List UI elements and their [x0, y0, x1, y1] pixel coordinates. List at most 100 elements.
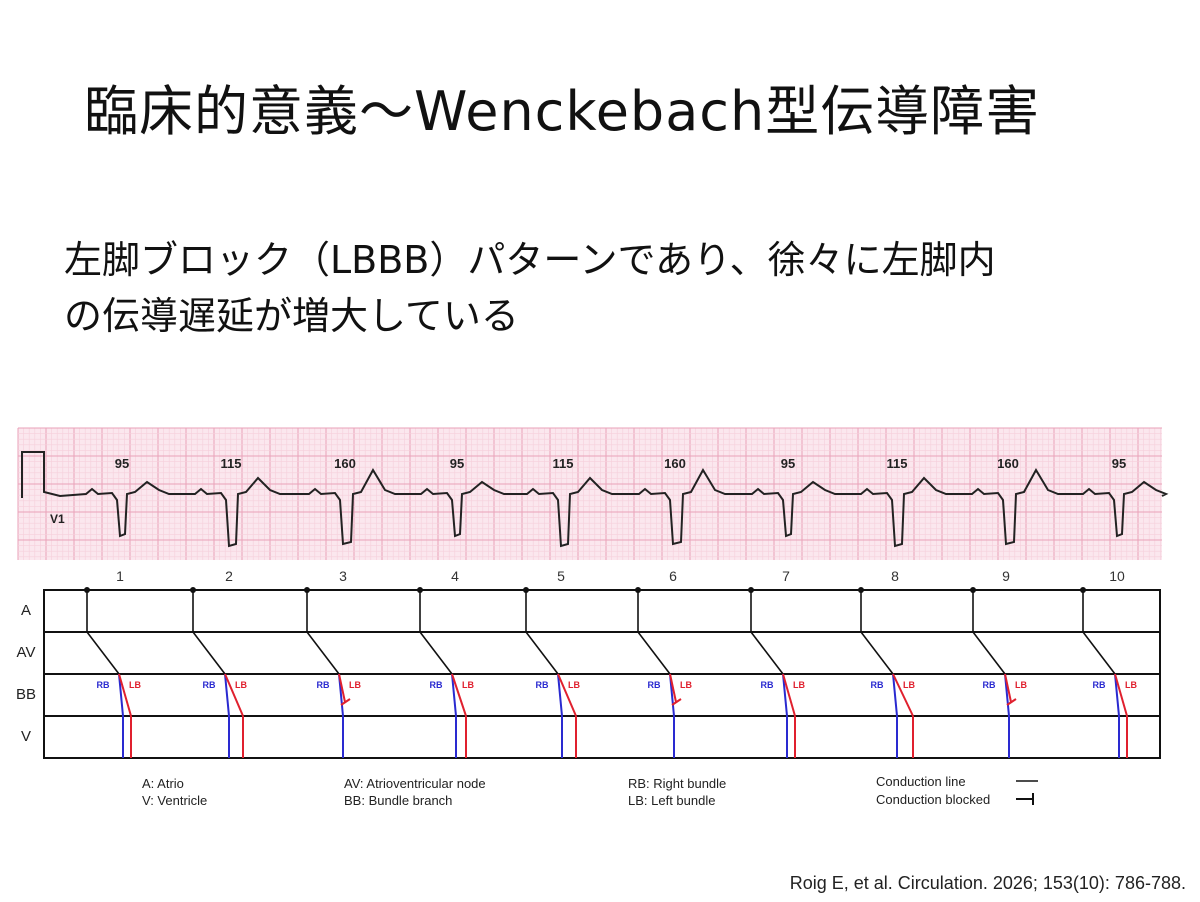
left-bundle-blocked-line — [338, 673, 346, 703]
lb-label: LB — [1125, 680, 1137, 690]
rb-label: RB — [203, 680, 216, 690]
beat-label: 95 — [781, 456, 795, 471]
ladder-beat: RB LB — [84, 587, 141, 758]
left-bundle-line — [782, 673, 796, 717]
row-label: BB — [16, 686, 36, 703]
ladder-beat: RB LB — [748, 587, 805, 758]
beat-label: 115 — [221, 456, 242, 471]
ladder-beat: RB LB — [190, 587, 247, 758]
legend-item: Conduction blocked — [876, 792, 990, 807]
right-bundle-line — [557, 673, 563, 717]
left-bundle-line — [451, 673, 467, 717]
right-bundle-line — [451, 673, 457, 717]
av-conduction-line — [1082, 631, 1116, 675]
lb-label: LB — [903, 680, 915, 690]
av-conduction-line — [750, 631, 784, 675]
right-bundle-line — [1114, 673, 1120, 717]
av-conduction-line — [419, 631, 453, 675]
legend-item: LB: Left bundle — [628, 793, 715, 808]
row-label: AV — [17, 644, 36, 661]
rb-label: RB — [430, 680, 443, 690]
lb-label: LB — [793, 680, 805, 690]
bullet-text: 左脚ブロック（LBBB）パターンであり、徐々に左脚内 の伝導遅延が増大している — [64, 232, 1154, 344]
beat-label: 95 — [1112, 456, 1126, 471]
ladder-beat: RB LB — [304, 587, 361, 758]
beat-label: 95 — [115, 456, 129, 471]
right-bundle-line — [224, 673, 230, 717]
legend-item: RB: Right bundle — [628, 776, 726, 791]
beat-number: 8 — [891, 568, 899, 584]
bullet-line-1: 左脚ブロック（LBBB）パターンであり、徐々に左脚内 — [64, 238, 996, 282]
ladder-beat: RB LB — [970, 587, 1027, 758]
beat-number: 3 — [339, 568, 347, 584]
left-bundle-line — [118, 673, 132, 717]
bullet-line-2: の伝導遅延が増大している — [64, 294, 519, 338]
right-bundle-line — [118, 673, 124, 717]
lb-label: LB — [349, 680, 361, 690]
av-conduction-line — [306, 631, 340, 675]
rb-label: RB — [761, 680, 774, 690]
beat-number: 9 — [1002, 568, 1010, 584]
beat-label: 115 — [553, 456, 574, 471]
rb-label: RB — [983, 680, 996, 690]
legend-item: BB: Bundle branch — [344, 793, 452, 808]
lb-label: LB — [129, 680, 141, 690]
lead-label: V1 — [50, 512, 65, 526]
legend-item: Conduction line — [876, 774, 966, 789]
ladder-beat: RB LB — [635, 587, 692, 758]
beat-label: 95 — [450, 456, 464, 471]
rb-label: RB — [871, 680, 884, 690]
av-conduction-line — [860, 631, 894, 675]
lb-label: LB — [680, 680, 692, 690]
beat-number: 10 — [1109, 568, 1125, 584]
left-bundle-line — [224, 673, 244, 717]
beat-label: 115 — [887, 456, 908, 471]
ladder-beat: RB LB — [858, 587, 915, 758]
row-label: V — [21, 728, 31, 745]
beat-number: 6 — [669, 568, 677, 584]
rb-label: RB — [648, 680, 661, 690]
beat-number: 4 — [451, 568, 459, 584]
lb-label: LB — [235, 680, 247, 690]
beat-number: 2 — [225, 568, 233, 584]
av-conduction-line — [525, 631, 559, 675]
legend-item: A: Atrio — [142, 776, 184, 791]
left-bundle-blocked-line — [669, 673, 677, 703]
beat-label: 160 — [334, 456, 356, 471]
av-conduction-line — [637, 631, 671, 675]
lb-label: LB — [1015, 680, 1027, 690]
rb-label: RB — [536, 680, 549, 690]
block-bar — [340, 698, 351, 706]
left-bundle-line — [892, 673, 914, 717]
av-conduction-line — [86, 631, 120, 675]
legend-item: AV: Atrioventricular node — [344, 776, 486, 791]
block-bar — [1006, 698, 1017, 706]
left-bundle-line — [557, 673, 577, 717]
av-conduction-line — [192, 631, 226, 675]
lb-label: LB — [462, 680, 474, 690]
beat-label: 160 — [997, 456, 1019, 471]
rb-label: RB — [97, 680, 110, 690]
block-bar — [671, 698, 682, 706]
right-bundle-line — [782, 673, 788, 717]
beat-numbers: 1 2 3 4 5 6 7 8 9 10 — [116, 568, 1125, 584]
av-conduction-line — [972, 631, 1006, 675]
beat-number: 5 — [557, 568, 565, 584]
slide-title: 臨床的意義～Wenckebach型伝導障害 — [84, 80, 1041, 143]
ladder-beat: RB LB — [417, 587, 474, 758]
beat-number: 7 — [782, 568, 790, 584]
beat-number: 1 — [116, 568, 124, 584]
left-bundle-blocked-line — [1004, 673, 1012, 703]
rb-label: RB — [317, 680, 330, 690]
citation: Roig E, et al. Circulation. 2026; 153(10… — [789, 873, 1186, 893]
ecg-trace — [21, 451, 1169, 548]
legend: A: Atrio V: Ventricle AV: Atrioventricul… — [142, 774, 1038, 808]
